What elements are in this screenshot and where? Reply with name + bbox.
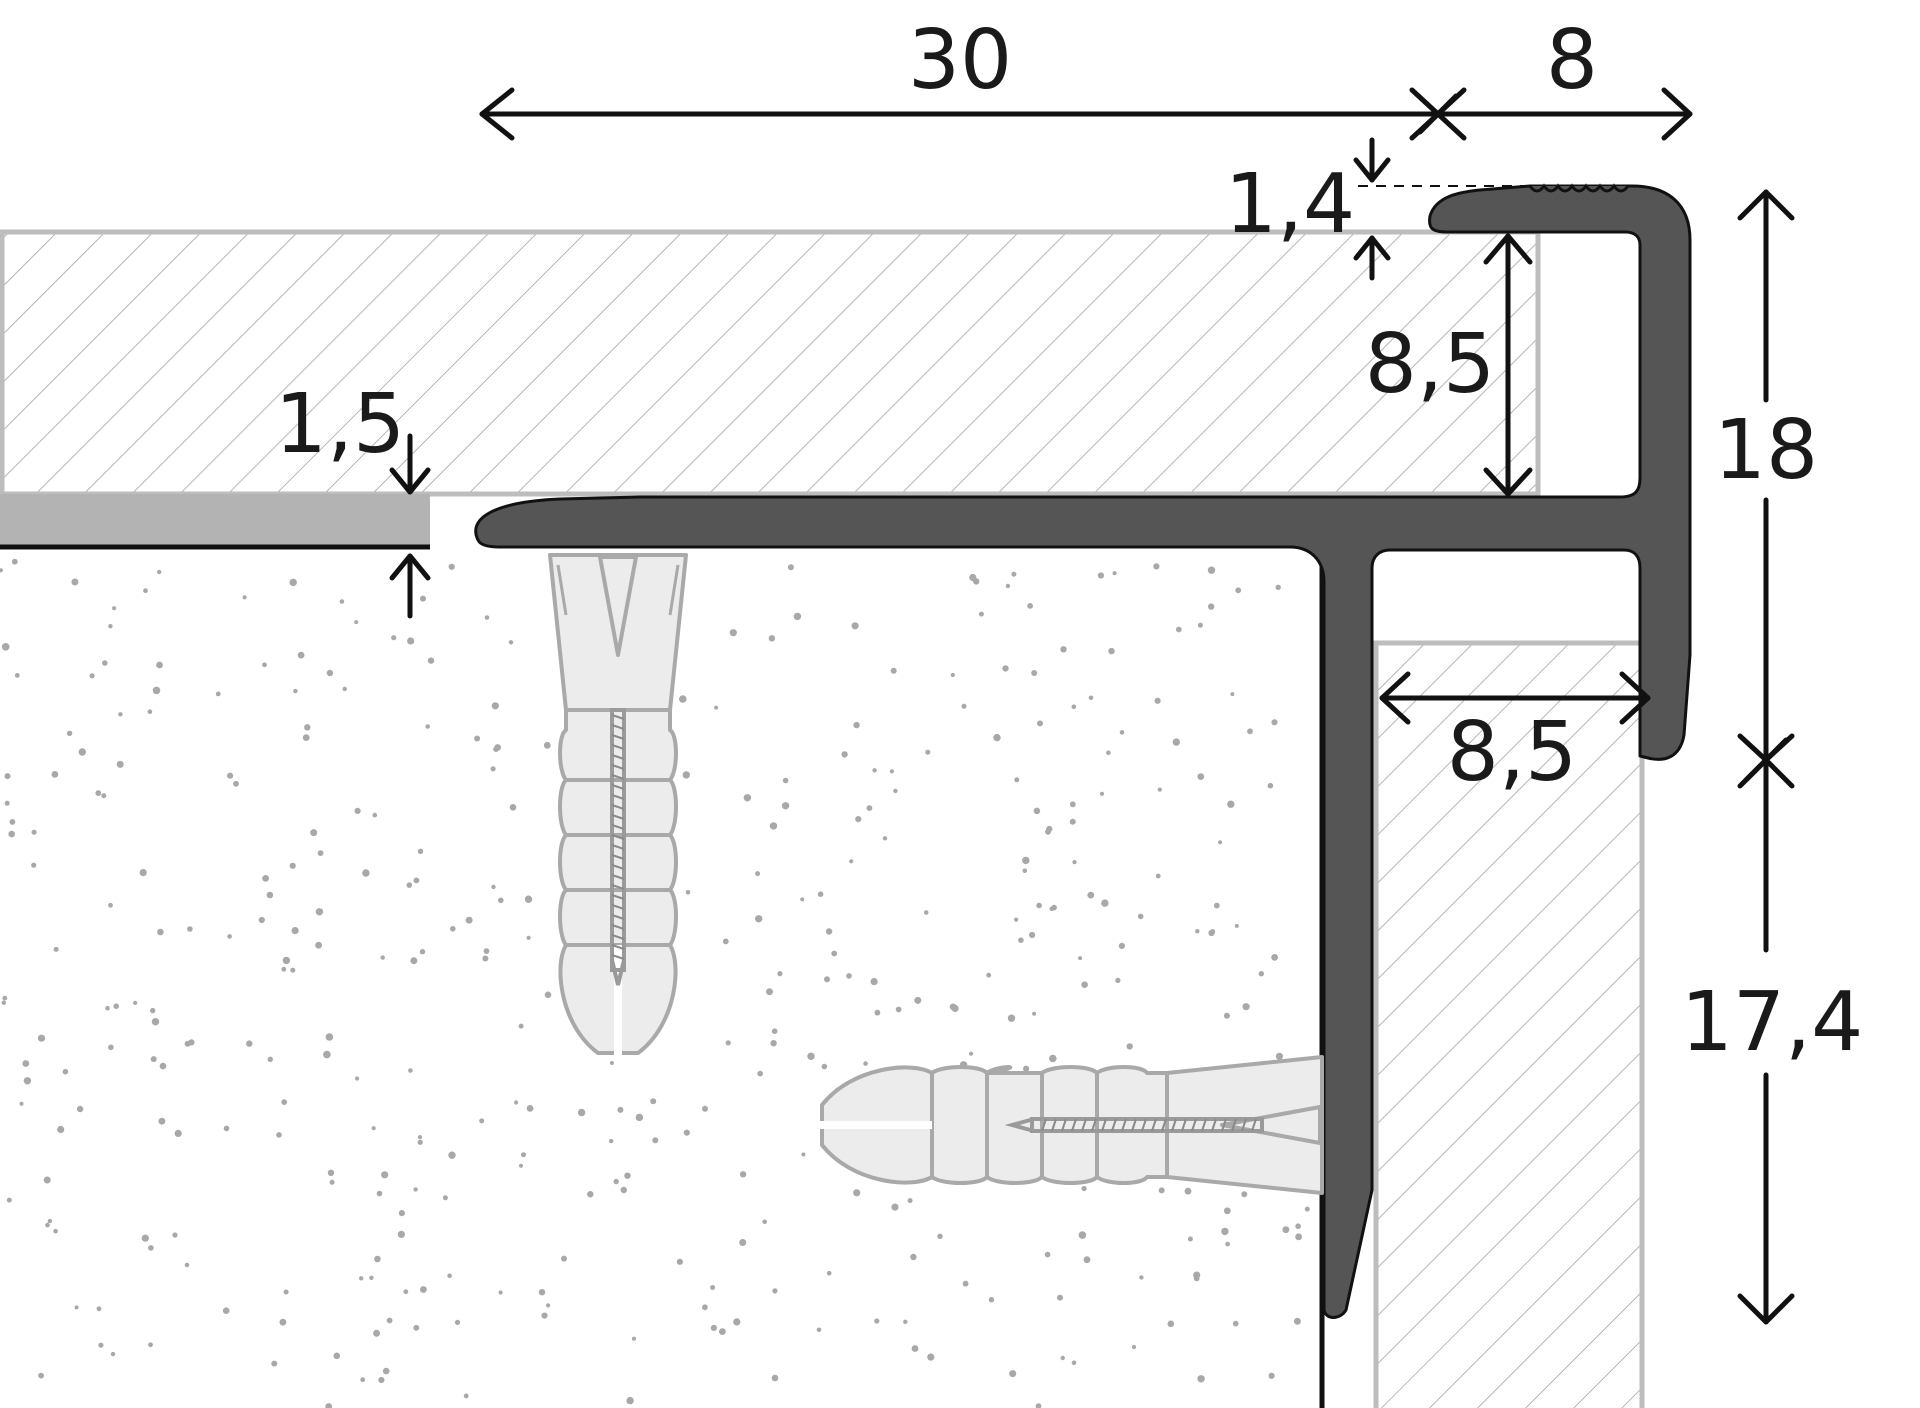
label-riser-insert-width: 8,5 [1447, 705, 1577, 800]
label-top-width: 30 [908, 13, 1012, 108]
tread-insert [0, 229, 1541, 497]
label-nose-width: 8 [1546, 13, 1598, 108]
dim-tread-insert-height: 8,5 [1365, 233, 1533, 497]
dim-top-width: 30 [479, 13, 1441, 141]
label-tread-insert-height: 8,5 [1365, 317, 1495, 412]
wall-plug-icon [548, 553, 688, 1055]
label-lip-thickness: 1,4 [1225, 157, 1355, 252]
riser-insert [1373, 640, 1645, 1408]
dim-riser-insert-width: 8,5 [1379, 671, 1651, 800]
label-total-height: 18 [1714, 403, 1818, 498]
dim-lip-thickness: 1,4 [1225, 137, 1530, 281]
dim-riser-leg-height: 17,4 [1681, 757, 1864, 1325]
wall-plug-icon [820, 1055, 1324, 1195]
grip-serrations [1528, 183, 1630, 193]
dim-total-height: 18 [1714, 189, 1818, 783]
underlay-strip [0, 494, 430, 546]
dim-nose-width: 8 [1417, 13, 1693, 141]
nosing-profile [474, 183, 1692, 1319]
label-base-flange-thickness: 1,5 [275, 377, 405, 472]
label-riser-leg-height: 17,4 [1681, 975, 1864, 1070]
dim-base-flange-thickness: 1,5 [275, 377, 431, 619]
